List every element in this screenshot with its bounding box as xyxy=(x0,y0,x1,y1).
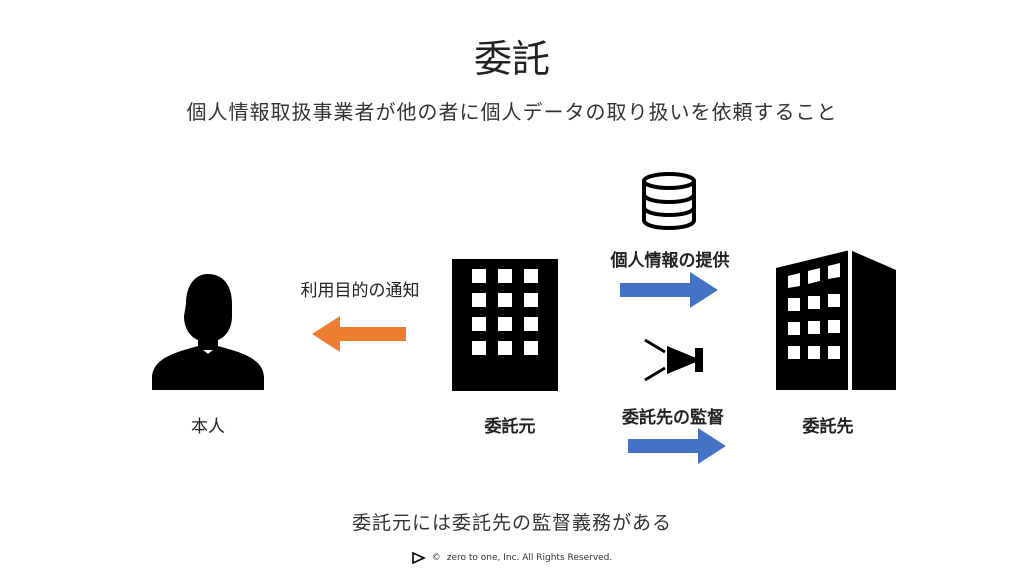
provide-arrow xyxy=(620,272,718,308)
copyright-symbol: © xyxy=(431,553,441,563)
footer: © zero to one, Inc. All Rights Reserved. xyxy=(0,552,1024,564)
notify-arrow xyxy=(312,316,406,352)
obligation-note: 委託元には委託先の監督義務がある xyxy=(351,512,672,534)
edge-provide-label: 個人情報の提供 xyxy=(610,251,730,271)
copyright-text: zero to one, Inc. All Rights Reserved. xyxy=(446,553,613,563)
building-3d-icon xyxy=(776,250,896,390)
node-person-label: 本人 xyxy=(191,417,225,437)
node-consignor-label: 委託元 xyxy=(484,417,536,437)
page-subtitle: 個人情報取扱事業者が他の者に個人データの取り扱いを依頼すること xyxy=(186,100,838,124)
edge-notify-label: 利用目的の通知 xyxy=(300,281,420,301)
page-title: 委託 xyxy=(473,37,550,81)
person-icon xyxy=(152,274,264,390)
logo-play-icon xyxy=(411,552,426,564)
building-icon xyxy=(452,259,558,391)
edge-supervise-label: 委託先の監督 xyxy=(622,408,724,428)
supervise-arrow xyxy=(628,428,726,464)
node-consignee-label: 委託先 xyxy=(802,417,854,437)
eye-icon xyxy=(644,338,703,382)
database-icon xyxy=(642,172,696,230)
